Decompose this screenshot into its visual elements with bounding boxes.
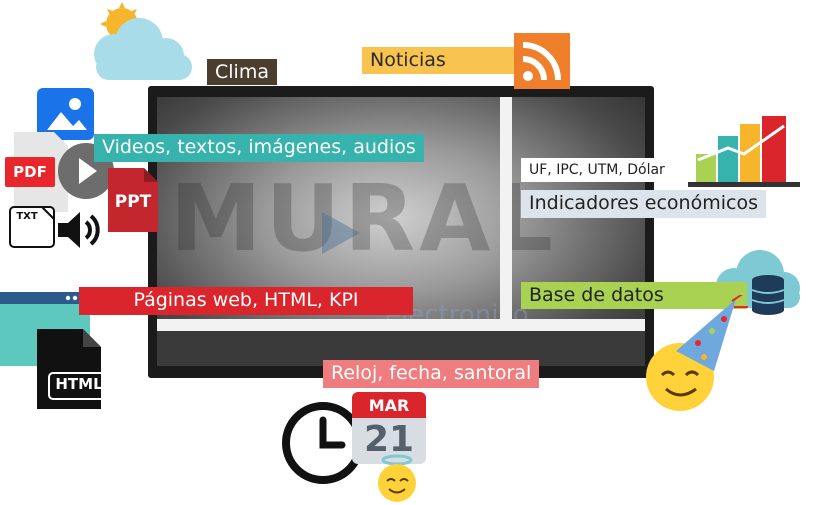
- angel-emoji-icon: [378, 454, 416, 502]
- watermark-logo: MURAL: [170, 165, 557, 272]
- calendar-month: MAR: [368, 396, 410, 415]
- party-emoji-icon: [646, 295, 748, 411]
- txt-file-icon: [9, 206, 55, 248]
- label-noticias: Noticias: [362, 47, 528, 74]
- bar-chart-icon: [688, 116, 800, 187]
- html-label: HTML: [55, 375, 103, 393]
- screen-divider-vertical: [500, 97, 512, 319]
- label-indicators: Indicadores económicos: [521, 190, 766, 218]
- ppt-file-icon: [108, 168, 158, 232]
- calendar-day: 21: [363, 419, 415, 460]
- label-database: Base de datos: [521, 282, 747, 309]
- weather-sun-cloud-icon: [94, 2, 192, 80]
- html-file-icon: [37, 329, 101, 409]
- image-icon: [37, 88, 94, 140]
- label-clock: Reloj, fecha, santoral: [323, 360, 540, 388]
- play-watermark-icon: [322, 212, 360, 254]
- txt-label: TXT: [16, 211, 38, 222]
- rss-icon: [514, 33, 570, 89]
- label-web: Páginas web, HTML, KPI: [79, 287, 413, 315]
- pdf-icon: PDF: [5, 157, 55, 187]
- audio-speaker-icon: [58, 212, 100, 248]
- label-clima: Clima: [207, 59, 277, 85]
- label-media: Videos, textos, imágenes, audios: [94, 134, 424, 162]
- label-indicators-short: UF, IPC, UTM, Dólar: [521, 158, 673, 182]
- ppt-label: PPT: [114, 192, 152, 212]
- calendar-icon: [352, 392, 426, 464]
- screen-divider-horizontal: [157, 319, 645, 331]
- clock-icon: [282, 402, 364, 484]
